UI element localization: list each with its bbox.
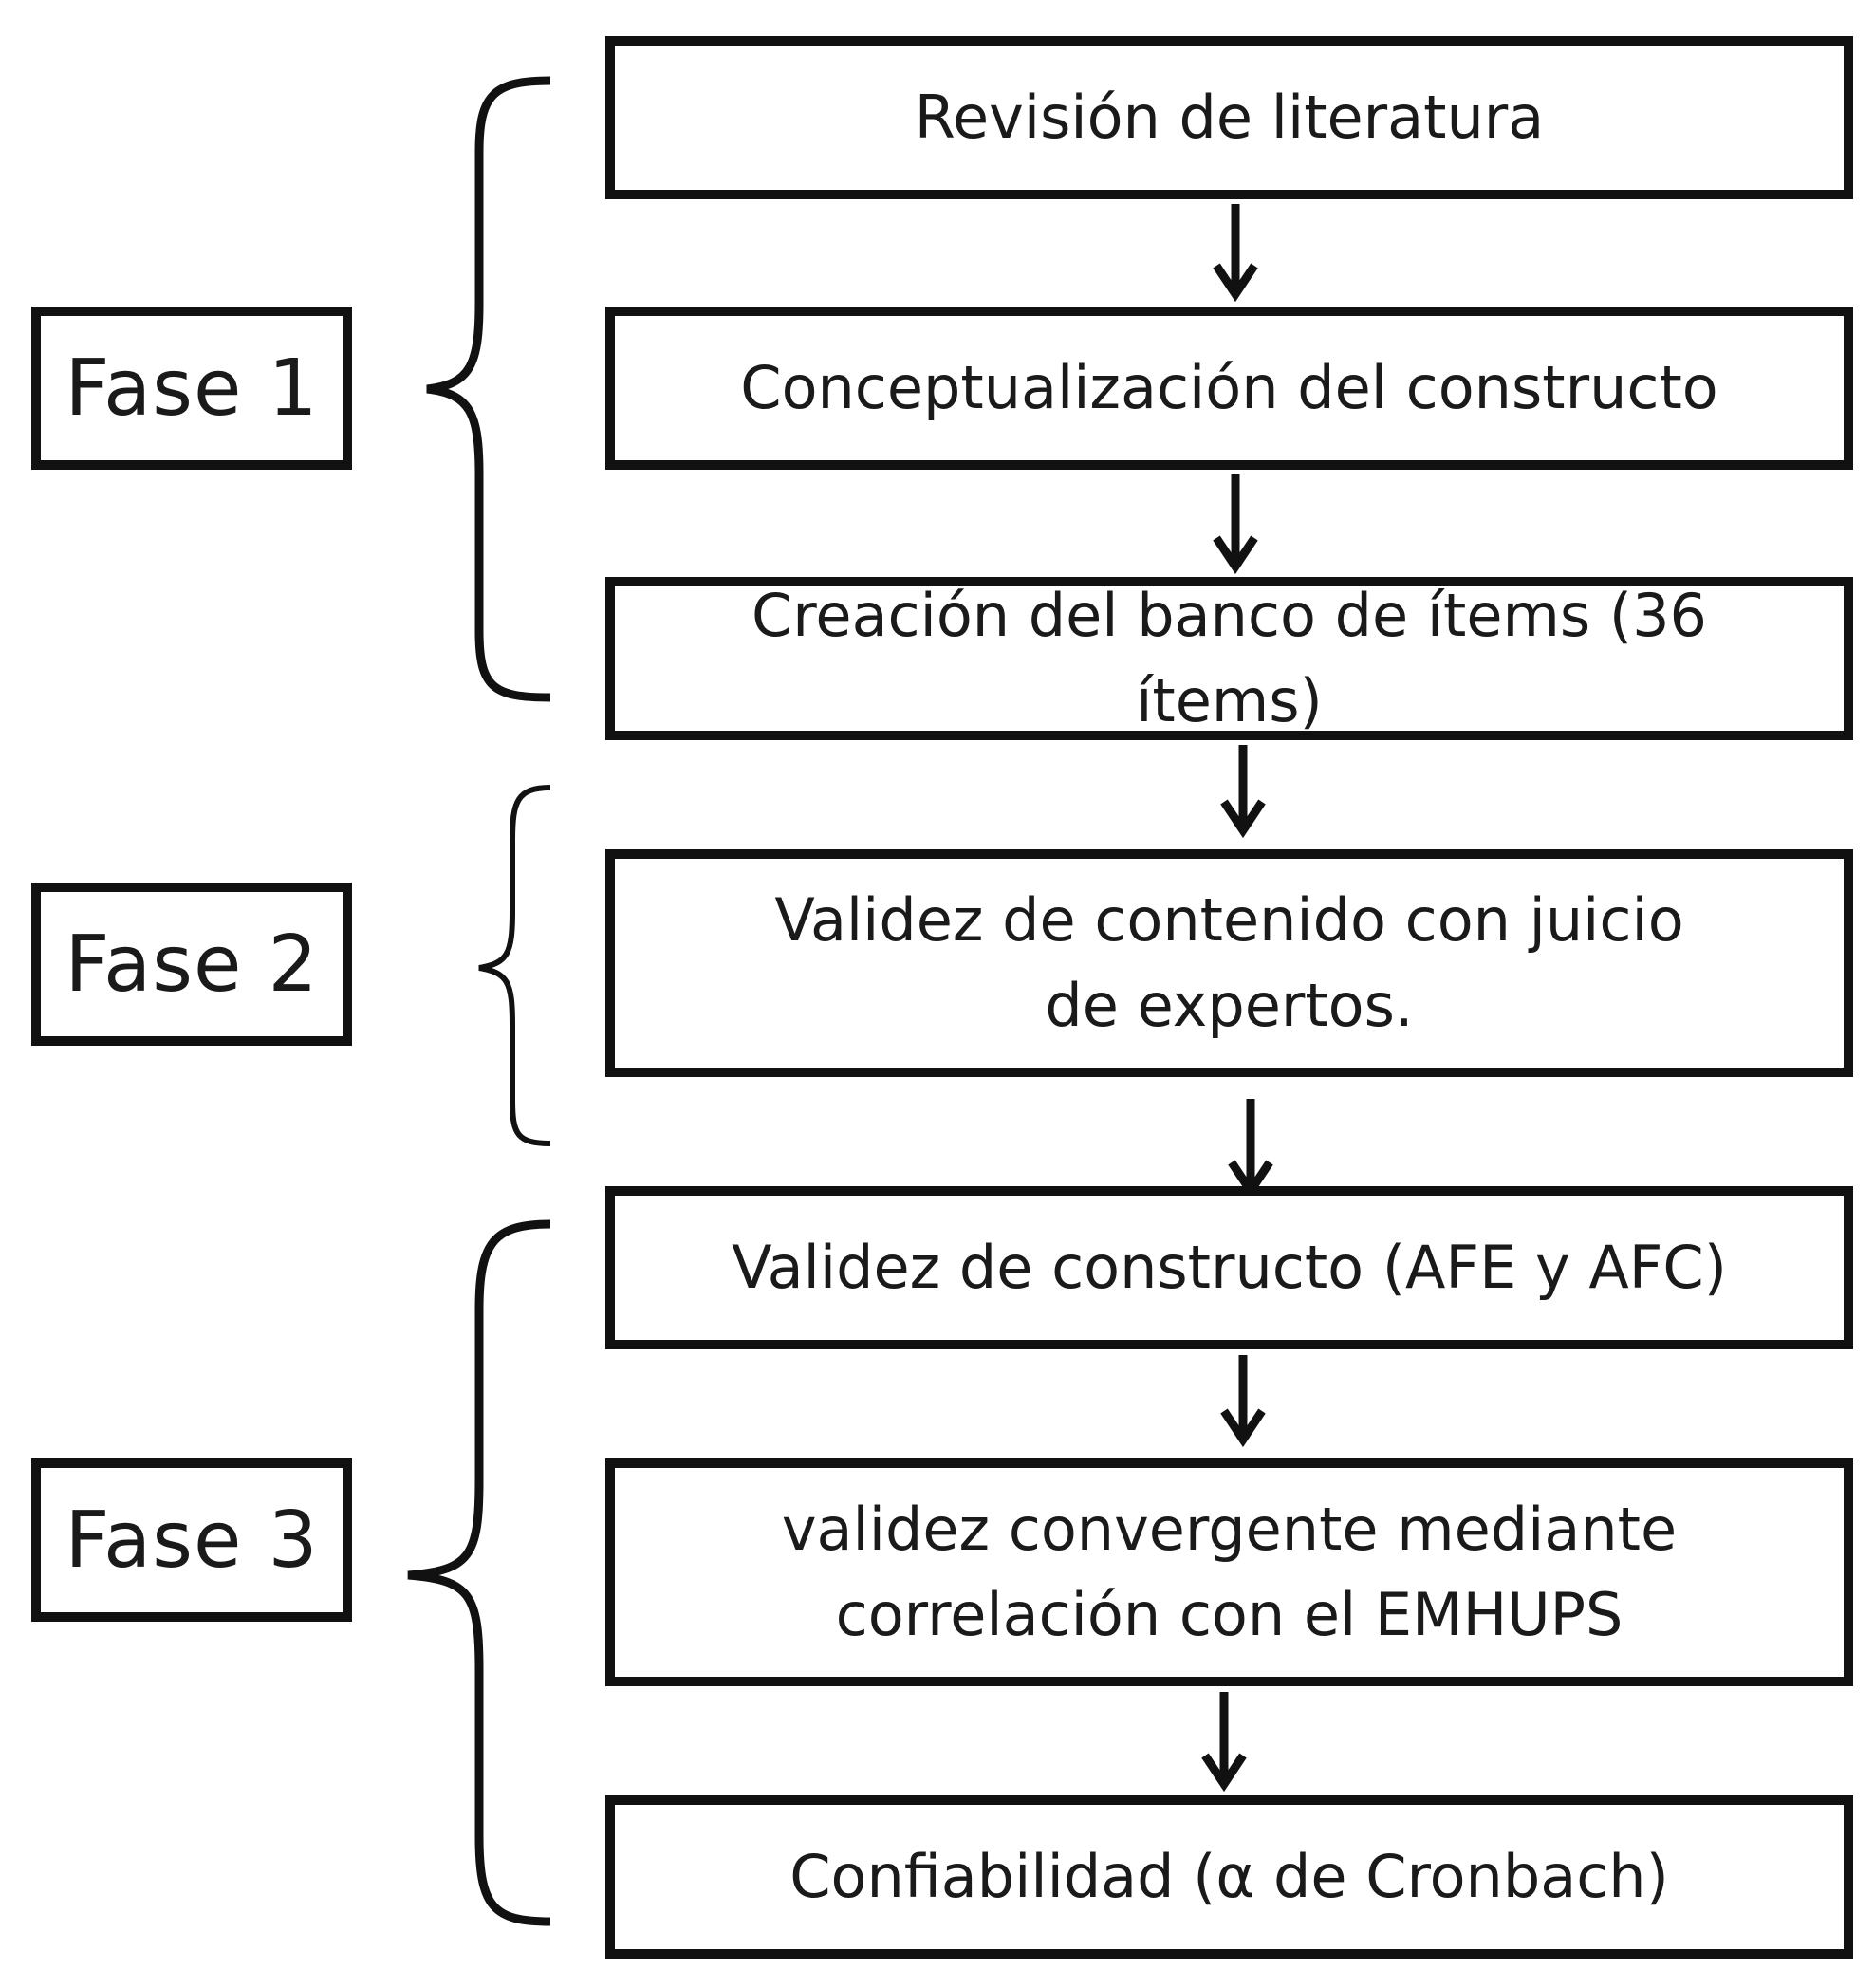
step-2-label: Conceptualización del constructo	[740, 353, 1718, 423]
phase-2-label: Fase 2	[65, 919, 319, 1010]
step-5-label: Validez de constructo (AFE y AFC)	[732, 1233, 1727, 1303]
step-1-label: Revisión de literatura	[914, 83, 1545, 153]
step-6-label: validez convergente mediante correlación…	[781, 1495, 1678, 1649]
step-5-box: Validez de constructo (AFE y AFC)	[605, 1186, 1853, 1349]
step-7-label: Confiabilidad (α de Cronbach)	[789, 1842, 1669, 1912]
arrow-5-6	[1220, 1355, 1266, 1448]
step-1-box: Revisión de literatura	[605, 36, 1853, 199]
phase-1-box: Fase 1	[31, 307, 352, 470]
step-3-label: Creación del banco de ítems (36 ítems)	[751, 581, 1707, 735]
arrow-1-2	[1213, 204, 1258, 303]
arrow-3-4	[1220, 745, 1266, 839]
step-4-label: Validez de contenido con juicio de exper…	[774, 885, 1684, 1040]
step-6-box: validez convergente mediante correlación…	[605, 1458, 1853, 1686]
step-7-box: Confiabilidad (α de Cronbach)	[605, 1795, 1853, 1959]
phase-1-brace	[426, 76, 551, 702]
arrow-2-3	[1213, 474, 1258, 575]
phase-2-brace	[478, 785, 551, 1146]
arrow-6-7	[1201, 1692, 1247, 1793]
phase-2-box: Fase 2	[31, 883, 352, 1046]
phase-1-label: Fase 1	[65, 343, 319, 434]
phase-3-label: Fase 3	[65, 1495, 319, 1586]
step-2-box: Conceptualización del constructo	[605, 307, 1853, 470]
phase-3-brace	[407, 1219, 551, 1926]
step-4-box: Validez de contenido con juicio de exper…	[605, 849, 1853, 1077]
phase-3-box: Fase 3	[31, 1458, 352, 1622]
step-3-box: Creación del banco de ítems (36 ítems)	[605, 577, 1853, 740]
arrow-4-5	[1228, 1099, 1273, 1199]
